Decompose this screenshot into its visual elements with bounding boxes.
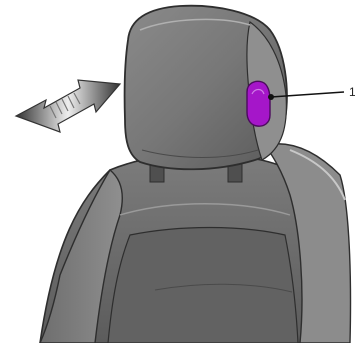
seat-back <box>40 144 351 343</box>
callout-number: 1 <box>349 86 355 98</box>
headrest-button <box>247 81 270 126</box>
double-arrow-icon <box>16 80 120 132</box>
